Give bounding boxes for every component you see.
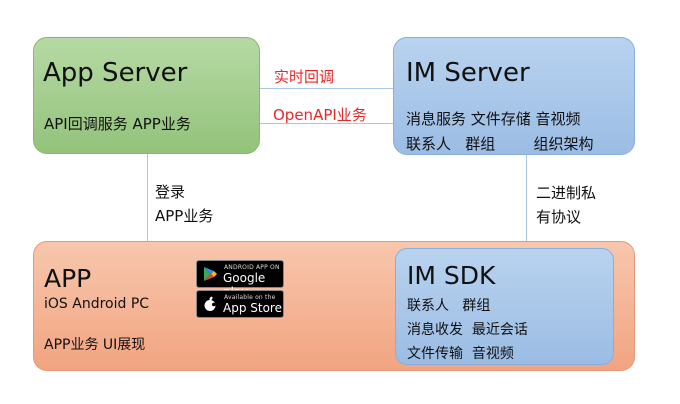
im-server-title: IM Server bbox=[406, 58, 530, 88]
im-sdk-node: IM SDK 联系人 群组 消息收发 最近会话 文件传输 音视频 bbox=[395, 248, 614, 365]
apple-icon bbox=[204, 296, 216, 311]
app-server-subtitle: API回调服务 APP业务 bbox=[44, 115, 191, 133]
im-sdk-features-row2: 消息收发 最近会话 bbox=[407, 322, 528, 338]
google-play-badge: ANDROID APP ON Google play bbox=[196, 260, 284, 299]
app-store-label: App Store bbox=[223, 301, 282, 315]
im-server-services-row2: 联系人 群组 组织架构 bbox=[406, 135, 594, 153]
app-store-badge: Available on the App Store bbox=[196, 290, 284, 318]
app-server-node: App Server API回调服务 APP业务 bbox=[33, 37, 260, 154]
connector-login bbox=[147, 154, 148, 241]
im-server-services-row1: 消息服务 文件存储 音视频 bbox=[406, 110, 581, 128]
app-server-title: App Server bbox=[43, 58, 188, 88]
app-platforms: iOS Android PC bbox=[44, 296, 150, 312]
google-play-caption: ANDROID APP ON bbox=[224, 264, 280, 271]
app-features: APP业务 UI展现 bbox=[44, 337, 146, 353]
im-sdk-features-row3: 文件传输 音视频 bbox=[407, 346, 514, 362]
label-realtime-callback: 实时回调 bbox=[274, 68, 335, 86]
connector-openapi bbox=[260, 123, 393, 124]
im-server-node: IM Server 消息服务 文件存储 音视频 联系人 群组 组织架构 bbox=[393, 37, 635, 155]
label-binary-protocol: 二进制私 bbox=[536, 184, 597, 202]
connector-protocol bbox=[526, 155, 527, 248]
app-title: APP bbox=[44, 264, 92, 293]
google-play-icon bbox=[204, 267, 217, 281]
label-openapi: OpenAPI业务 bbox=[273, 106, 367, 124]
connector-callback bbox=[260, 88, 393, 89]
label-login: 登录 bbox=[155, 183, 186, 201]
im-sdk-features-row1: 联系人 群组 bbox=[407, 298, 491, 314]
label-binary-protocol-cont: 有协议 bbox=[536, 208, 582, 226]
app-store-caption: Available on the bbox=[224, 294, 276, 301]
im-sdk-title: IM SDK bbox=[407, 261, 496, 290]
label-login-app-business: APP业务 bbox=[155, 207, 214, 225]
